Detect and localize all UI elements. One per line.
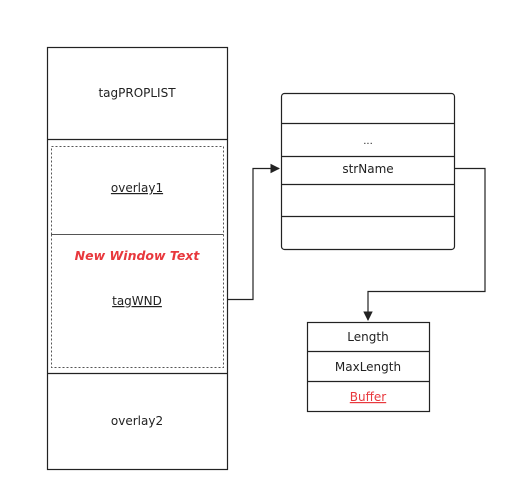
unicode-string-outline [306, 321, 431, 413]
left-structure-outline [46, 46, 229, 471]
maxlength-field: MaxLength [335, 360, 401, 374]
length-field: Length [347, 330, 388, 344]
tagwnd-label: tagWND [112, 294, 162, 308]
highlight-text: New Window Text [75, 248, 201, 263]
buffer-field: Buffer [350, 390, 386, 404]
overlay1-label: overlay1 [111, 181, 163, 195]
unicode-string-struct: Length MaxLength Buffer [306, 321, 431, 413]
props-table-outline [280, 92, 456, 251]
strname-to-string-arrow [363, 167, 486, 321]
tagwnd-to-strname-arrow [228, 163, 280, 301]
bottom-label: overlay2 [111, 414, 163, 428]
top-label: tagPROPLIST [98, 86, 176, 100]
props-table: ... strName [280, 92, 456, 251]
props-ellipsis-row: ... [363, 136, 373, 147]
props-strname-row: strName [342, 162, 393, 176]
left-structure: tagPROPLIST overlay1 New Window Text tag… [46, 46, 229, 471]
tagwnd-dashed-box [51, 234, 224, 368]
